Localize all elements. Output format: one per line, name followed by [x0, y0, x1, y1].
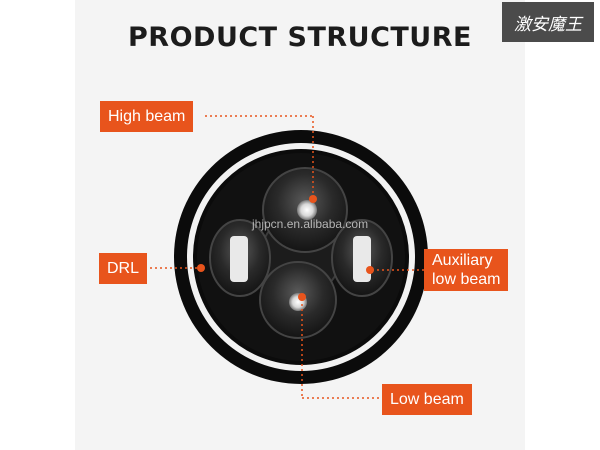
drl-connector	[150, 264, 205, 272]
auxiliary-low-beam-label: Auxiliary low beam	[424, 249, 509, 291]
high-beam-connector	[205, 115, 317, 203]
low-beam-reflector	[259, 261, 337, 339]
auxiliary-connector	[366, 266, 424, 274]
auxiliary-module-right	[331, 219, 393, 297]
site-watermark: jhjpcn.en.alibaba.com	[252, 217, 369, 231]
auxiliary-text-line2: low beam	[432, 271, 501, 288]
high-beam-text: High beam	[108, 108, 186, 125]
auxiliary-text-line1: Auxiliary	[432, 252, 493, 269]
low-beam-text: Low beam	[390, 391, 464, 408]
page-title: PRODUCT STRUCTURE	[128, 22, 472, 53]
high-beam-reflector	[262, 167, 348, 253]
high-beam-label: High beam	[100, 101, 194, 132]
drl-label: DRL	[99, 253, 148, 284]
drl-text: DRL	[107, 260, 140, 277]
drl-module-left	[209, 219, 271, 297]
watermark-logo: 激安魔王	[502, 2, 594, 42]
halo-ring	[187, 143, 415, 371]
low-beam-label: Low beam	[382, 384, 472, 415]
low-beam-connector	[298, 293, 382, 399]
